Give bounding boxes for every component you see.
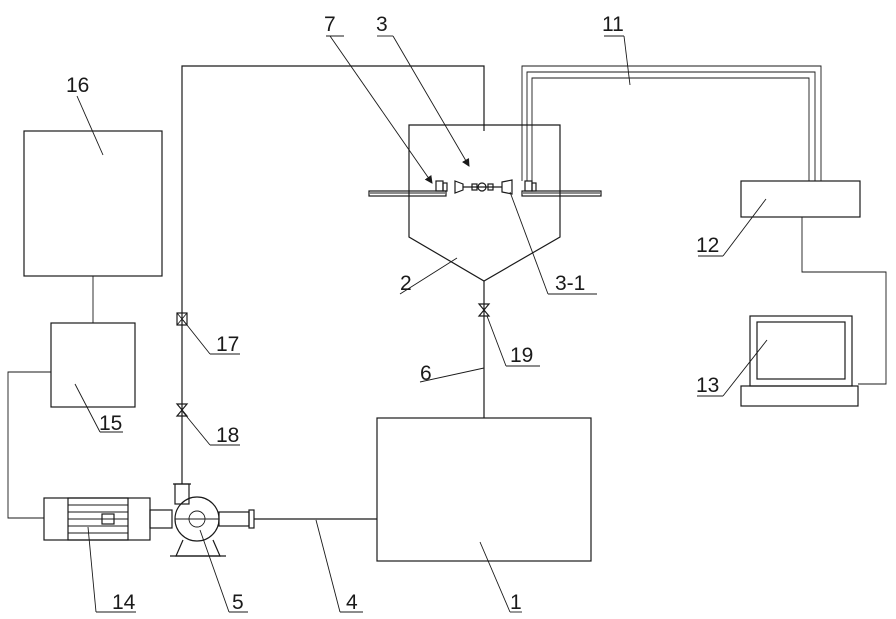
label-17: 17 [216, 333, 239, 356]
label-13: 13 [696, 374, 719, 397]
label-4: 4 [346, 591, 358, 614]
label-6: 6 [420, 362, 432, 385]
computer-13 [741, 316, 858, 406]
label-2: 2 [400, 272, 412, 295]
label-7: 7 [324, 13, 336, 36]
label-11: 11 [602, 13, 624, 36]
motor-14 [44, 498, 172, 540]
assembly-3 [455, 180, 512, 194]
plate-right [522, 181, 601, 196]
label-3: 3 [376, 13, 388, 36]
label-14: 14 [112, 591, 136, 614]
label-1: 1 [510, 591, 522, 614]
pump-5 [170, 484, 254, 556]
cable-11 [522, 66, 821, 181]
plate-7 [369, 181, 447, 196]
label-18: 18 [216, 424, 239, 447]
label-12: 12 [696, 234, 719, 257]
component-16-box [24, 131, 162, 276]
component-12-box [741, 181, 860, 217]
tank-1 [377, 418, 591, 561]
reactor-2 [409, 125, 560, 281]
label-3-1: 3-1 [555, 272, 585, 295]
label-16: 16 [66, 74, 89, 97]
label-19: 19 [510, 344, 533, 367]
label-5: 5 [232, 591, 244, 614]
component-15-box [51, 323, 135, 407]
label-15: 15 [99, 412, 122, 435]
